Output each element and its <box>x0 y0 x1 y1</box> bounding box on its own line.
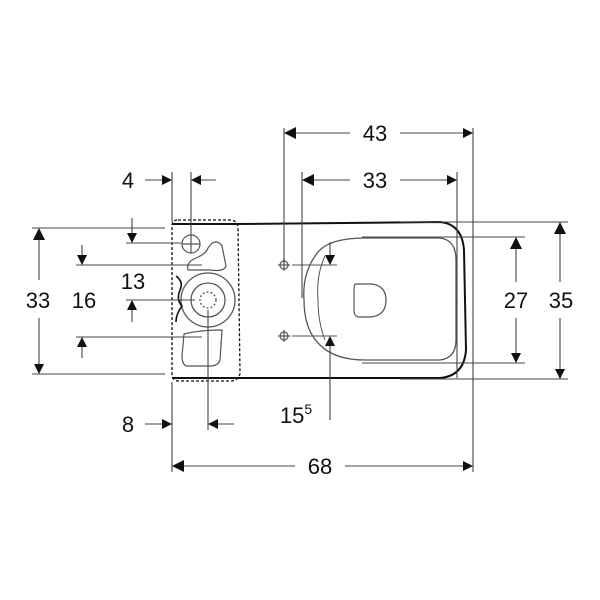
dim-overall-height-33: 33 <box>26 288 50 313</box>
dim-fixing-offset-15-5: 155 <box>280 401 312 428</box>
dim-overall-height-35: 35 <box>549 288 573 313</box>
water-inlet-icon <box>181 234 201 254</box>
dim-inlet-offset-13: 13 <box>121 269 145 294</box>
dim-outlet-offset-8: 8 <box>122 412 134 437</box>
dimension-labels: 43 33 4 33 16 13 27 35 8 155 68 <box>26 121 573 479</box>
seat-outline <box>303 237 457 361</box>
toilet-body <box>171 219 468 382</box>
dim-overall-width-43: 43 <box>363 121 387 146</box>
bowl-outline <box>235 220 468 379</box>
fixing-point-icon <box>278 259 290 342</box>
dim-seat-width-33: 33 <box>363 168 387 193</box>
dim-inlet-spacing-16: 16 <box>72 288 96 313</box>
dimension-lines <box>32 127 568 472</box>
bowl-opening <box>353 283 387 318</box>
dim-cistern-offset-4: 4 <box>122 168 134 193</box>
dim-overall-length-68: 68 <box>308 454 332 479</box>
dim-seat-height-27: 27 <box>504 288 528 313</box>
